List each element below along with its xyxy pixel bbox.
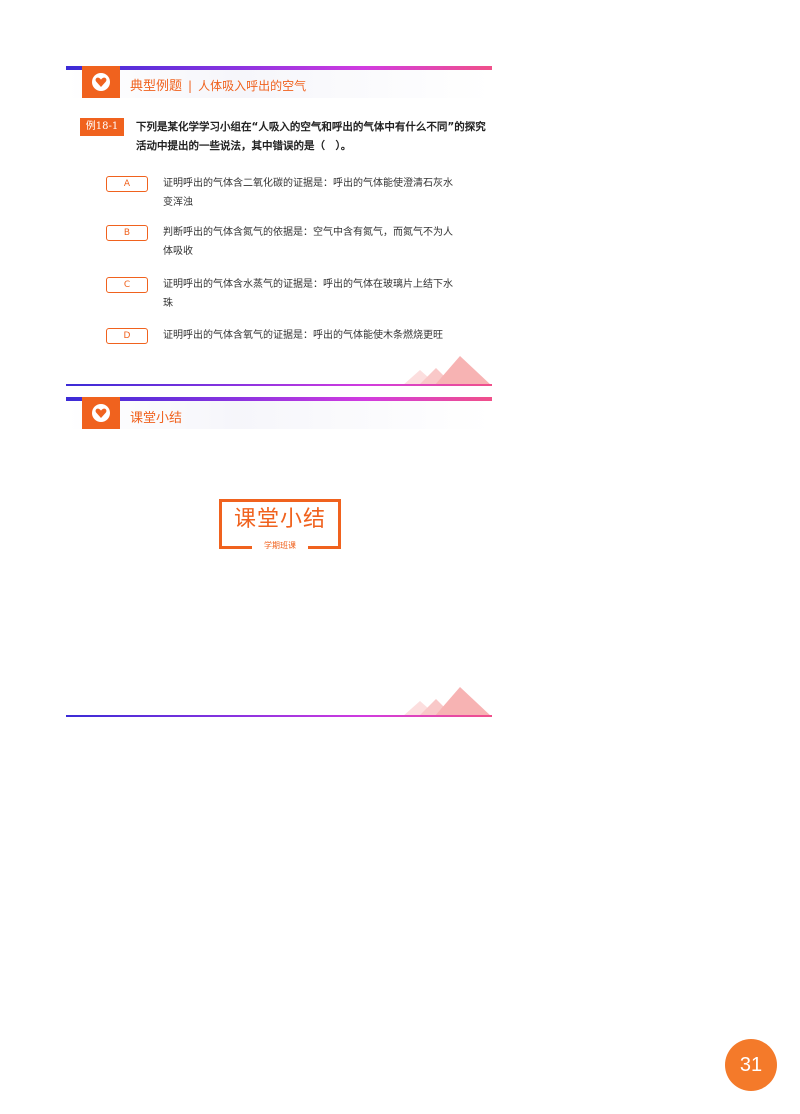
- option-letter[interactable]: B: [106, 225, 148, 241]
- section-category: 典型例题: [130, 79, 183, 94]
- summary-subtitle: 学期班课: [252, 540, 308, 552]
- bottom-gradient-line: [66, 384, 492, 386]
- bottom-gradient-line: [66, 715, 492, 717]
- heading-separator: |: [188, 79, 193, 93]
- section-heading: 课堂小结: [130, 411, 183, 426]
- section-heading: 典型例题 | 人体吸入呼出的空气: [130, 75, 306, 94]
- heart-icon: [92, 404, 110, 422]
- heart-icon: [92, 73, 110, 91]
- top-gradient-line: [66, 66, 492, 70]
- summary-title-box: 课堂小结 学期班课: [219, 499, 341, 552]
- option-text: 判断呼出的气体含氮气的依据是：空气中含有氮气，而氮气不为人体吸收: [163, 227, 453, 257]
- summary-slide: 课堂小结 课堂小结 学期班课: [66, 397, 492, 721]
- header-shadow: [66, 70, 492, 98]
- option-text: 证明呼出的气体含水蒸气的证据是：呼出的气体在玻璃片上结下水珠: [163, 279, 453, 309]
- summary-title: 课堂小结: [233, 507, 326, 532]
- option-text: 证明呼出的气体含氧气的证据是：呼出的气体能使木条燃烧更旺: [163, 330, 443, 341]
- section-badge: [82, 397, 120, 429]
- mountain-decoration: [402, 687, 492, 717]
- option-letter[interactable]: A: [106, 176, 148, 192]
- mountain-decoration: [402, 356, 492, 386]
- option-letter[interactable]: C: [106, 277, 148, 293]
- page-number: 31: [725, 1039, 777, 1091]
- example-tag: 例18-1: [80, 118, 124, 136]
- option-letter[interactable]: D: [106, 328, 148, 344]
- header-shadow: [66, 401, 492, 429]
- option-text: 证明呼出的气体含二氧化碳的证据是：呼出的气体能使澄清石灰水变浑浊: [163, 178, 453, 208]
- example-slide: 典型例题 | 人体吸入呼出的空气 例18-1 下列是某化学学习小组在“人吸入的空气和…: [66, 66, 492, 388]
- section-topic: 人体吸入呼出的空气: [198, 79, 307, 93]
- question-text: 下列是某化学学习小组在“人吸入的空气和呼出的气体中有什么不同”的探究活动中提出的…: [136, 121, 486, 152]
- top-gradient-line: [66, 397, 492, 401]
- section-badge: [82, 66, 120, 98]
